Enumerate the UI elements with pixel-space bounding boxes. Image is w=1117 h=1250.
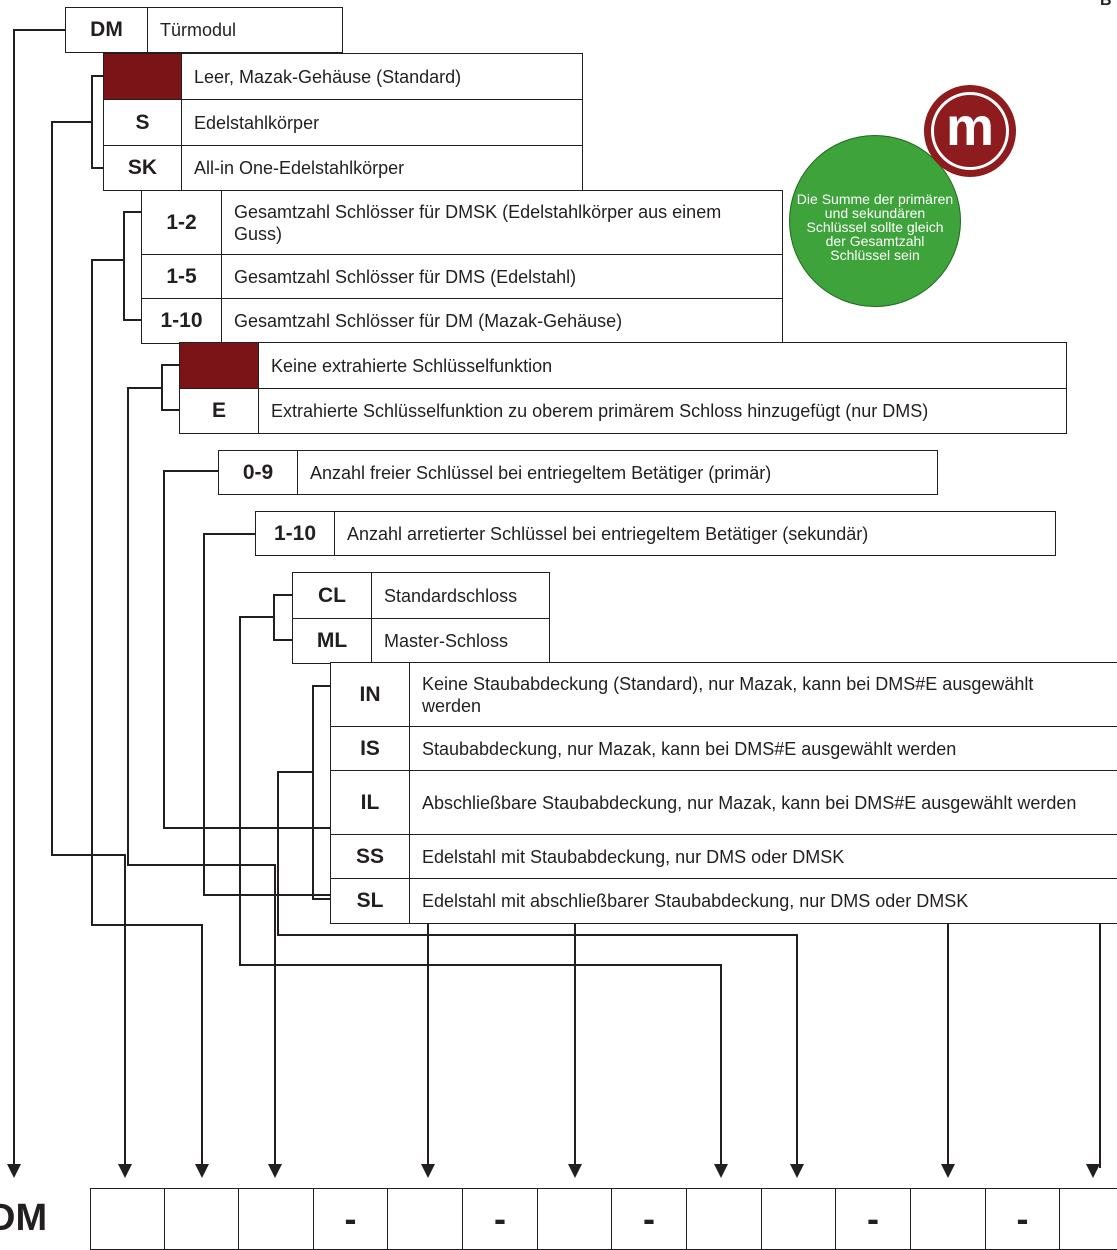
dust-cover-label: Staubabdeckung, nur Mazak, kann bei DMS#… xyxy=(422,738,957,759)
order-code-cell xyxy=(537,1188,612,1250)
dust-cover-option: SL Edelstahl mit abschließbarer Staubabd… xyxy=(331,879,1117,923)
free-keys-label: Anzahl freier Schlüssel bei entriegeltem… xyxy=(310,462,772,483)
housing-label: Edelstahlkörper xyxy=(194,112,320,133)
order-code-cell xyxy=(238,1188,314,1250)
extra-key-code: E xyxy=(180,389,259,433)
extra-key-label: Keine extrahierte Schlüsselfunktion xyxy=(271,355,553,376)
housing-label: All-in One-Edelstahlkörper xyxy=(194,158,405,178)
housing-code xyxy=(104,54,182,99)
housing-code: SK xyxy=(104,146,182,190)
dust-cover-label: Abschließbare Staubabdeckung, nur Mazak,… xyxy=(422,792,1077,813)
order-code-separator: - xyxy=(611,1188,687,1250)
extra-key-label: Extrahierte Schlüsselfunktion zu oberem … xyxy=(271,401,929,421)
dust-cover-label: Keine Staubabdeckung (Standard), nur Maz… xyxy=(422,673,1034,716)
order-code-cell xyxy=(761,1188,836,1250)
logo-letter: m xyxy=(931,92,1009,170)
order-code-cell xyxy=(1059,1188,1117,1250)
order-code-separator: - xyxy=(835,1188,911,1250)
free-keys-row: 0-9 Anzahl freier Schlüssel bei entriege… xyxy=(218,450,938,495)
lock-type-group: CL Standardschloss ML Master-Schloss xyxy=(292,572,550,664)
locks-total-option: 1-2 Gesamtzahl Schlösser für DMSK (Edels… xyxy=(142,191,782,255)
dust-cover-code: IN xyxy=(331,663,410,726)
lock-type-option: ML Master-Schloss xyxy=(293,619,549,663)
order-code-separator: - xyxy=(313,1188,388,1250)
housing-group: Leer, Mazak-Gehäuse (Standard) S Edelsta… xyxy=(103,53,583,191)
locks-total-label: Gesamtzahl Schlösser für DM (Mazak-Gehäu… xyxy=(234,311,623,331)
dust-cover-code: IS xyxy=(331,727,410,770)
dust-cover-option: SS Edelstahl mit Staubabdeckung, nur DMS… xyxy=(331,835,1117,879)
lock-type-code: CL xyxy=(293,573,372,618)
lock-type-label: Master-Schloss xyxy=(384,631,509,651)
free-keys-code: 0-9 xyxy=(219,451,298,494)
header-label: Türmodul xyxy=(160,20,237,40)
order-code-cell xyxy=(686,1188,762,1250)
locks-total-code: 1-2 xyxy=(142,191,222,254)
corner-letter: B xyxy=(1100,0,1112,9)
order-code-cell xyxy=(910,1188,986,1250)
housing-code: S xyxy=(104,100,182,145)
housing-option: Leer, Mazak-Gehäuse (Standard) xyxy=(104,54,582,100)
header-row: DM Türmodul xyxy=(65,7,343,53)
lock-type-label: Standardschloss xyxy=(384,585,518,606)
housing-option: S Edelstahlkörper xyxy=(104,100,582,146)
order-code-cell xyxy=(164,1188,239,1250)
extra-key-option: E Extrahierte Schlüsselfunktion zu obere… xyxy=(180,389,1066,433)
trapped-keys-label: Anzahl arretierter Schlüssel bei entrieg… xyxy=(347,523,869,544)
dust-cover-option: IL Abschließbare Staubabdeckung, nur Maz… xyxy=(331,771,1117,835)
housing-label: Leer, Mazak-Gehäuse (Standard) xyxy=(194,66,462,87)
order-code-cell xyxy=(90,1188,165,1250)
header-code: DM xyxy=(66,8,148,52)
extra-key-option: Keine extrahierte Schlüsselfunktion xyxy=(180,343,1066,389)
dust-cover-option: IS Staubabdeckung, nur Mazak, kann bei D… xyxy=(331,727,1117,771)
lock-type-code: ML xyxy=(293,619,372,663)
housing-option: SK All-in One-Edelstahlkörper xyxy=(104,146,582,190)
locks-total-option: 1-5 Gesamtzahl Schlösser für DMS (Edelst… xyxy=(142,255,782,299)
locks-total-code: 1-5 xyxy=(142,255,222,298)
extra-key-group: Keine extrahierte Schlüsselfunktion E Ex… xyxy=(179,342,1067,434)
trapped-keys-code: 1-10 xyxy=(256,512,335,555)
order-code-separator: - xyxy=(985,1188,1060,1250)
locks-total-option: 1-10 Gesamtzahl Schlösser für DM (Mazak-… xyxy=(142,299,782,343)
dust-cover-label: Edelstahl mit abschließbarer Staubabdeck… xyxy=(422,891,969,911)
order-code-prefix: DM xyxy=(0,1196,48,1239)
dust-cover-code: SL xyxy=(331,879,410,923)
dust-cover-code: SS xyxy=(331,835,410,878)
locks-total-label: Gesamtzahl Schlösser für DMSK (Edelstahl… xyxy=(234,201,722,244)
note-bubble: Die Summe der primären und sekundären Sc… xyxy=(789,135,961,307)
order-code-cell xyxy=(387,1188,463,1250)
locks-total-label: Gesamtzahl Schlösser für DMS (Edelstahl) xyxy=(234,266,577,287)
order-code-separator: - xyxy=(462,1188,538,1250)
locks-total-group: 1-2 Gesamtzahl Schlösser für DMSK (Edels… xyxy=(141,190,783,344)
extra-key-code xyxy=(180,343,259,388)
dust-cover-option: IN Keine Staubabdeckung (Standard), nur … xyxy=(331,663,1117,727)
lock-type-option: CL Standardschloss xyxy=(293,573,549,619)
dust-cover-code: IL xyxy=(331,771,410,834)
trapped-keys-row: 1-10 Anzahl arretierter Schlüssel bei en… xyxy=(255,511,1056,556)
note-text: Die Summe der primären und sekundären Sc… xyxy=(796,191,954,263)
dust-cover-label: Edelstahl mit Staubabdeckung, nur DMS od… xyxy=(422,846,845,867)
dust-cover-group: IN Keine Staubabdeckung (Standard), nur … xyxy=(330,662,1117,924)
brand-logo: m xyxy=(924,85,1016,177)
locks-total-code: 1-10 xyxy=(142,299,222,343)
